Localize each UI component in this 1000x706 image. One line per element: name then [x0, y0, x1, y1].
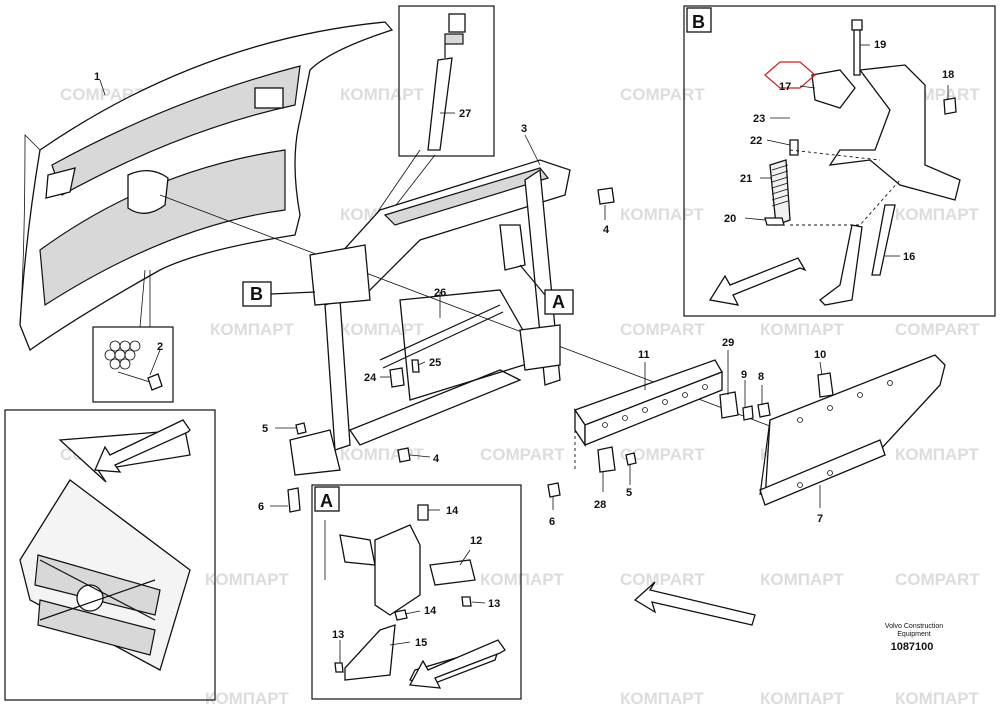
callout-5-right: 5	[626, 487, 632, 499]
highlight-hexagon	[764, 61, 816, 89]
watermark-text: КОМПАРТ	[340, 320, 424, 339]
callout-18: 18	[942, 69, 954, 81]
part-step-11	[573, 359, 723, 470]
callout-4-lower: 4	[433, 453, 440, 465]
watermark-text: КОМПАРТ	[895, 689, 979, 706]
leader-lines	[99, 44, 949, 663]
callout-26: 26	[434, 287, 446, 299]
ref-tag-b	[242, 281, 272, 307]
callout-12: 12	[470, 535, 482, 547]
callout-14-upper: 14	[446, 505, 459, 517]
callout-13-left: 13	[332, 629, 344, 641]
watermark-text: КОМПАРТ	[210, 320, 294, 339]
arrow-icon	[408, 639, 506, 689]
watermark-row-6: КОМПАРТ КОМПАРТ КОМПАРТ КОМПАРТ	[205, 689, 979, 706]
callout-9: 9	[741, 369, 747, 381]
callout-20: 20	[724, 213, 736, 225]
footer-line-1: Volvo Construction	[885, 623, 943, 630]
callout-17: 17	[779, 81, 791, 93]
callout-8: 8	[758, 371, 764, 383]
callout-13-right: 13	[488, 598, 500, 610]
watermark-row-3: КОМПАРТ КОМПАРТ COMPART КОМПАРТ COMPART	[210, 320, 980, 339]
footer-caption: Volvo Construction Equipment 1087100	[885, 623, 943, 653]
watermark-text: COMPART	[620, 320, 705, 339]
callout-23: 23	[753, 113, 765, 125]
arrow-icon	[708, 257, 807, 306]
watermark-text: COMPART	[895, 320, 980, 339]
watermark-text: КОМПАРТ	[620, 689, 704, 706]
watermark-text: КОМПАРТ	[340, 85, 424, 104]
watermark-text: COMPART	[895, 570, 980, 589]
watermark-text: КОМПАРТ	[895, 205, 979, 224]
part-step-7	[759, 354, 946, 506]
watermark-text: COMPART	[620, 85, 705, 104]
callout-1: 1	[94, 71, 100, 83]
ref-tag-a-text: A	[552, 292, 565, 312]
callout-22: 22	[750, 135, 762, 147]
detail-a-box	[311, 484, 522, 700]
detail-b-title: B	[692, 12, 705, 32]
callout-4-upper: 4	[603, 224, 610, 236]
part-mesh-screw-box	[92, 269, 174, 403]
watermark-text: КОМПАРТ	[205, 689, 289, 706]
callout-27: 27	[459, 108, 471, 120]
watermark-text: КОМПАРТ	[760, 320, 844, 339]
callout-3: 3	[521, 123, 527, 135]
arrow-icon	[633, 581, 756, 626]
watermark-text: КОМПАРТ	[760, 689, 844, 706]
detail-b-label-box	[686, 7, 712, 33]
ref-tag-b-text: B	[250, 284, 263, 304]
detail-a-label-box	[314, 486, 340, 512]
callout-15: 15	[415, 637, 427, 649]
watermark-row-5: КОМПАРТ КОМПАРТ COMPART КОМПАРТ COMPART	[205, 570, 980, 589]
callout-5-left: 5	[262, 423, 268, 435]
callout-14-lower: 14	[424, 605, 437, 617]
watermark-text: КОМПАРТ	[340, 445, 424, 464]
detail-b-box	[683, 5, 996, 317]
callout-2: 2	[157, 341, 163, 353]
callout-6-left: 6	[258, 501, 264, 513]
callout-7: 7	[817, 513, 823, 525]
part-front-grille	[19, 21, 394, 352]
watermark-text: КОМПАРТ	[620, 205, 704, 224]
callout-11: 11	[638, 349, 650, 361]
detail-a-title: A	[320, 491, 333, 511]
watermark-text: КОМПАРТ	[205, 570, 289, 589]
part-main-frame	[159, 159, 821, 476]
callout-10: 10	[814, 349, 826, 361]
footer-code: 1087100	[891, 641, 934, 653]
callout-6-right: 6	[549, 516, 555, 528]
callout-25: 25	[429, 357, 441, 369]
callout-numbers: 1 2 3 4 4 5 5 6 6 7 8 9 10 11 12 13 13 1…	[94, 39, 954, 649]
watermark-text: COMPART	[480, 445, 565, 464]
grille-mesh-lower	[39, 149, 286, 307]
callout-16: 16	[903, 251, 915, 263]
watermark-text: КОМПАРТ	[480, 570, 564, 589]
ref-tag-a	[544, 289, 574, 315]
watermark-text: КОМПАРТ	[895, 445, 979, 464]
grille-front-view-box	[4, 409, 216, 701]
watermark-text: COMPART	[620, 570, 705, 589]
arrow-icon	[94, 419, 191, 473]
watermark-text: COMPART	[620, 445, 705, 464]
hardware-fasteners	[287, 187, 834, 513]
footer-line-2: Equipment	[897, 631, 931, 638]
callout-19: 19	[874, 39, 886, 51]
direction-arrows	[94, 257, 807, 689]
grille-mesh-upper	[51, 65, 301, 196]
callout-28: 28	[594, 499, 606, 511]
callout-24: 24	[364, 372, 377, 384]
callout-29: 29	[722, 337, 734, 349]
reference-tags: B A A B	[242, 12, 705, 511]
watermark-text: КОМПАРТ	[760, 570, 844, 589]
callout-21: 21	[740, 173, 752, 185]
